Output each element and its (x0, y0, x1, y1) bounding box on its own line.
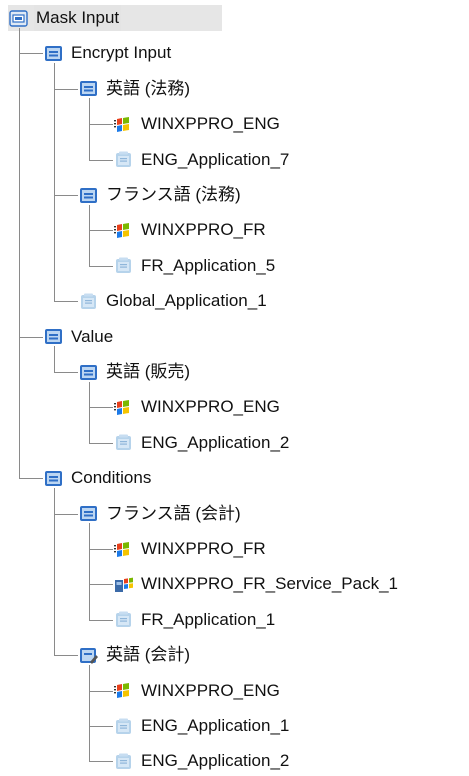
folder-group-icon (44, 469, 63, 488)
tree-connector (53, 372, 78, 373)
tree-node-label: ENG_Application_1 (141, 716, 290, 735)
tree-connector (53, 62, 55, 302)
tree-node-label: ENG_Application_2 (141, 432, 290, 452)
tree-node-label: WINXPPRO_ENG (141, 114, 280, 134)
tree-node[interactable]: フランス語 (会計) (79, 501, 243, 527)
tree-node[interactable]: FR_Application_1 (114, 607, 277, 633)
tree-node-label: Conditions (71, 468, 152, 488)
tree-connector (53, 487, 55, 656)
tree-node-label: ENG_Application_7 (141, 149, 290, 169)
tree-node[interactable]: Encrypt Input (44, 40, 173, 66)
tree-node-label: WINXPPRO_ENG (141, 397, 280, 417)
tree-node[interactable]: WINXPPRO_FR (114, 536, 268, 562)
application-icon (114, 150, 133, 169)
folder-group-icon (79, 363, 98, 382)
tree-connector (88, 230, 113, 232)
tree-connector (88, 407, 113, 409)
tree-connector (88, 98, 90, 160)
tree-node[interactable]: ENG_Application_7 (114, 147, 291, 173)
tree-node-label: WINXPPRO_FR (141, 220, 266, 240)
folder-group-icon (44, 44, 63, 63)
tree-connector (88, 726, 113, 727)
tree-node-label: FR_Application_5 (141, 255, 276, 275)
tree-connector (53, 195, 78, 196)
tree-node-label: 英語 (会計) (106, 645, 191, 665)
tree-connector (88, 124, 113, 126)
tree-node-label: WINXPPRO_FR_Service_Pack_1 (141, 574, 398, 594)
tree-node-label: Mask Input (34, 5, 122, 31)
tree-node-label: Global_Application_1 (106, 291, 267, 311)
tree-connector (88, 690, 113, 692)
windows-icon (114, 398, 133, 417)
tree-node[interactable]: 英語 (会計) (79, 642, 192, 668)
tree-node[interactable]: WINXPPRO_ENG (114, 394, 282, 420)
folder-group-icon (79, 504, 98, 523)
tree-connector (88, 584, 113, 586)
tree-node[interactable]: 英語 (販売) (79, 359, 192, 385)
tree-connector (88, 761, 113, 763)
tree-connector (53, 513, 78, 515)
tree-node-label: ENG_Application_2 (141, 751, 290, 771)
tree-node-label: フランス語 (法務) (106, 185, 241, 204)
tree-connector (88, 265, 113, 267)
windows-icon (114, 540, 133, 559)
application-icon (114, 717, 133, 736)
tree-node[interactable]: Mask Input (9, 5, 122, 31)
tree-connector (53, 301, 78, 303)
tree-connector (18, 27, 20, 479)
tree-node[interactable]: Conditions (44, 465, 153, 491)
windows-icon (114, 681, 133, 700)
folder-group-icon (79, 186, 98, 205)
tree-node[interactable]: ENG_Application_1 (114, 713, 291, 739)
tree-connector (88, 381, 90, 443)
windows-icon (114, 115, 133, 134)
mask-icon (9, 9, 28, 28)
tree-connector (18, 53, 43, 55)
tree-node[interactable]: WINXPPRO_FR_Service_Pack_1 (114, 571, 400, 597)
tree-connector (88, 204, 90, 266)
tree-node[interactable]: FR_Application_5 (114, 253, 277, 279)
tree-node[interactable]: WINXPPRO_ENG (114, 111, 282, 137)
folder-group-icon (44, 327, 63, 346)
tree-connector (88, 442, 113, 444)
tree-node-label: 英語 (販売) (106, 362, 191, 381)
tree-node-label: WINXPPRO_FR (141, 539, 266, 558)
tree-node-label: 英語 (法務) (106, 78, 191, 98)
application-icon (79, 292, 98, 311)
tree-connector (18, 478, 43, 480)
tree-connector (53, 346, 55, 372)
tree-connector (88, 159, 113, 161)
tree-node-label: FR_Application_1 (141, 609, 276, 629)
tree-node-label: Value (71, 326, 114, 346)
application-icon (114, 610, 133, 629)
tree-node-label: Encrypt Input (71, 43, 172, 63)
tree-connector (53, 655, 78, 657)
tree-node[interactable]: ENG_Application_2 (114, 430, 291, 456)
tree-node[interactable]: フランス語 (法務) (79, 182, 243, 208)
application-icon (114, 752, 133, 771)
tree-node-label: WINXPPRO_ENG (141, 680, 280, 700)
application-icon (114, 433, 133, 452)
tree-node[interactable]: 英語 (法務) (79, 76, 192, 102)
tree-connector (88, 523, 90, 620)
tree-connector (88, 664, 90, 762)
tree-node[interactable]: WINXPPRO_FR (114, 217, 268, 243)
tree-connector (88, 549, 113, 550)
tree-node[interactable]: Value (44, 324, 115, 350)
tree-node-label: フランス語 (会計) (106, 503, 241, 523)
folder-group-edit-icon (79, 646, 98, 665)
tree-connector (53, 88, 78, 90)
folder-group-icon (79, 79, 98, 98)
tree-node[interactable]: ENG_Application_2 (114, 748, 291, 774)
windows-icon (114, 221, 133, 240)
tree-node[interactable]: WINXPPRO_ENG (114, 678, 282, 704)
application-icon (114, 256, 133, 275)
tree-connector (18, 336, 43, 338)
tree-node[interactable]: Global_Application_1 (79, 288, 269, 314)
service-pack-icon (114, 575, 133, 594)
tree-connector (88, 619, 113, 621)
